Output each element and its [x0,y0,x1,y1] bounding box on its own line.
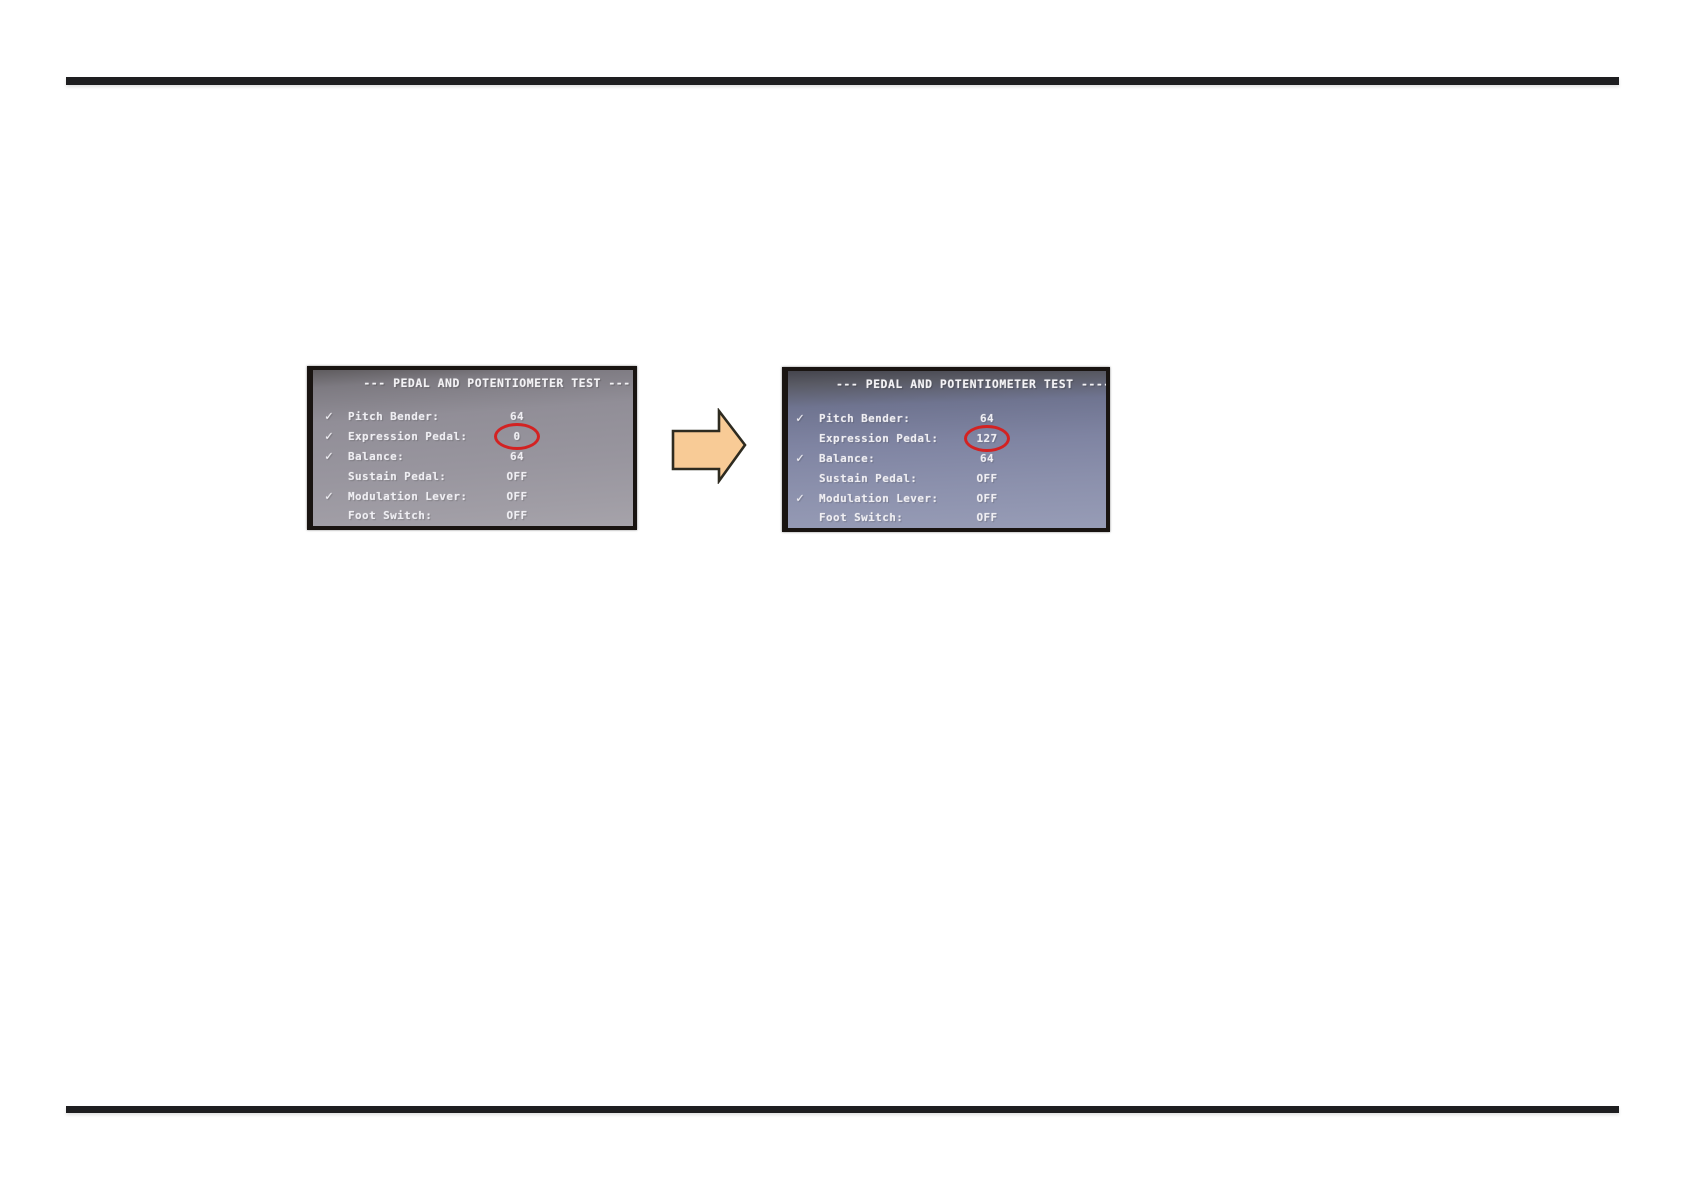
test-row: ✓ Pitch Bender: 64 [325,407,629,427]
check-icon: ✓ [325,448,334,464]
row-value: 64 [509,410,525,424]
row-value: OFF [506,509,528,523]
row-label: Sustain Pedal: [348,469,447,483]
row-label: Modulation Lever: [819,491,939,505]
row-value-cell: OFF [961,488,1013,508]
row-value: OFF [976,471,998,485]
row-value-cell: 64 [491,407,543,427]
row-label: Expression Pedal: [348,430,468,444]
lcd-photo-before: --- PEDAL AND POTENTIOMETER TEST --- ✓ P… [307,366,637,530]
row-value-cell: OFF [491,466,543,486]
row-label: Expression Pedal: [819,432,939,446]
check-icon: ✓ [325,409,334,425]
screen-title: --- PEDAL AND POTENTIOMETER TEST ---- [836,377,1106,391]
row-label: Balance: [819,451,876,465]
row-label: Sustain Pedal: [819,471,918,485]
test-row: ✓ Expression Pedal: 0 [325,422,629,450]
test-rows: ✓ Pitch Bender: 64 ✓ Expression Pedal: 0… [325,407,629,526]
check-icon: ✓ [796,411,805,427]
check-icon: ✓ [796,490,805,506]
row-label: Balance: [348,449,405,463]
row-label: Pitch Bender: [348,410,440,424]
row-value-cell: OFF [961,468,1013,488]
test-row: ✓ Balance: 64 [796,449,1102,469]
row-label: Foot Switch: [819,511,904,525]
test-row: ✓ Balance: 64 [325,447,629,467]
lcd-screen-before: --- PEDAL AND POTENTIOMETER TEST --- ✓ P… [313,370,633,526]
row-value-cell: 64 [491,447,543,467]
check-icon: ✓ [796,450,805,466]
lcd-photo-after: --- PEDAL AND POTENTIOMETER TEST ---- ✓ … [782,367,1110,532]
test-row: Expression Pedal: 127 [796,424,1102,452]
check-icon: ✓ [325,429,334,445]
row-value-cell: OFF [491,486,543,506]
test-row: ✓ Modulation Lever: OFF [325,486,629,506]
check-icon: ✓ [325,488,334,504]
test-rows: ✓ Pitch Bender: 64 Expression Pedal: 127… [796,409,1102,528]
test-row: Sustain Pedal: OFF [325,466,629,486]
row-value: OFF [506,469,528,483]
row-value: 64 [509,449,525,463]
row-value: OFF [976,511,998,525]
highlight-circle [494,422,540,450]
test-row: Sustain Pedal: OFF [796,468,1102,488]
row-value-cell: 127 [961,424,1013,452]
test-row: Foot Switch: OFF [796,508,1102,528]
row-value: 64 [979,412,995,426]
test-row: Foot Switch: OFF [325,506,629,526]
bottom-rule [66,1106,1619,1113]
row-value-cell: 0 [491,422,543,450]
row-label: Foot Switch: [348,509,433,523]
lcd-screen-after: --- PEDAL AND POTENTIOMETER TEST ---- ✓ … [788,371,1106,528]
row-label: Modulation Lever: [348,489,468,503]
row-value-cell: 64 [961,449,1013,469]
row-label: Pitch Bender: [819,412,911,426]
row-value: OFF [506,489,528,503]
row-value: 64 [979,451,995,465]
highlight-circle [964,424,1010,452]
screen-title: --- PEDAL AND POTENTIOMETER TEST --- [363,376,631,390]
top-rule [66,77,1619,85]
test-row: ✓ Pitch Bender: 64 [796,409,1102,429]
next-step-arrow-icon [670,407,748,486]
row-value: OFF [976,491,998,505]
row-value-cell: OFF [491,506,543,526]
row-value-cell: 64 [961,409,1013,429]
row-value-cell: OFF [961,508,1013,528]
test-row: ✓ Modulation Lever: OFF [796,488,1102,508]
